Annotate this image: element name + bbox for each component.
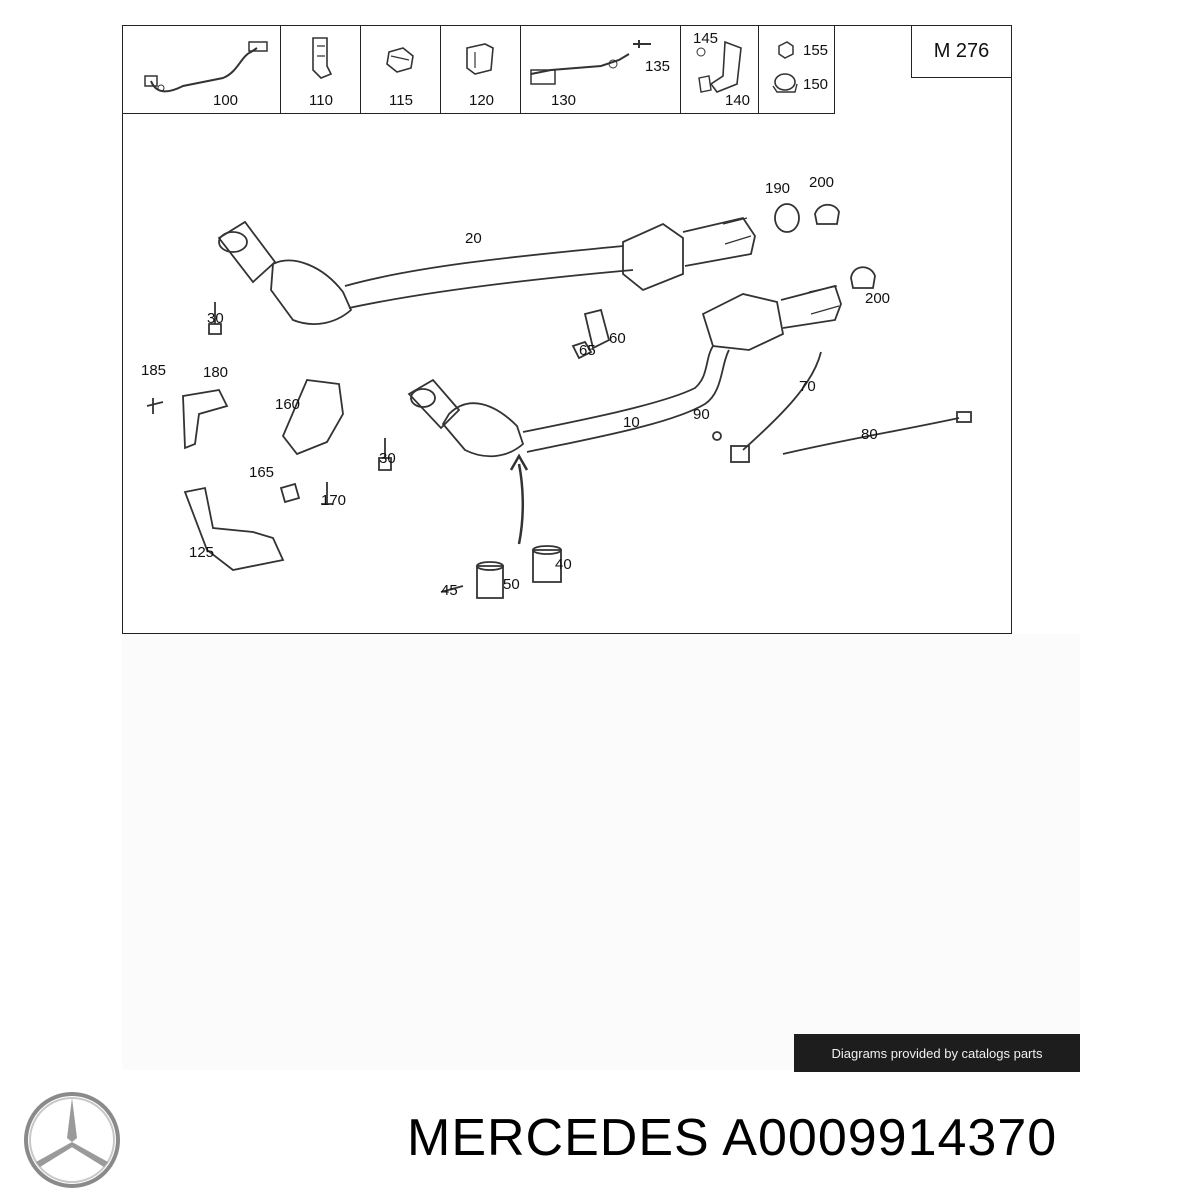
catalytic-converter-upper-left: [270, 259, 353, 325]
holder-icon: [466, 43, 494, 75]
part-label: 155: [803, 42, 829, 59]
flange-upper-left: [217, 220, 277, 284]
callout-label: 180: [203, 364, 229, 381]
callout-label: 60: [609, 330, 626, 347]
mercedes-star-icon: [24, 1092, 120, 1188]
header-cell-mount[interactable]: 145 140: [681, 26, 759, 114]
sealing-ring: [774, 203, 800, 233]
part-label: 135: [645, 58, 671, 75]
damper-50: [476, 565, 504, 599]
catalytic-converter-upper-right: [622, 222, 684, 292]
header-cell-holder[interactable]: 120: [441, 26, 521, 114]
part-label: 150: [803, 76, 829, 93]
header-cell-support-bar[interactable]: 130 135: [521, 26, 681, 114]
parts-header-row: 100 110 115 120: [123, 26, 835, 114]
callout-label: 45: [441, 582, 458, 599]
part-label: 145: [693, 30, 719, 47]
part-label: 100: [213, 92, 239, 109]
callout-label: 65: [579, 342, 596, 359]
callout-label: 40: [555, 556, 572, 573]
clamp-lower: [850, 266, 876, 289]
part-label: 110: [309, 92, 333, 109]
header-cell-bracket[interactable]: 115: [361, 26, 441, 114]
nut-clamp-icon: [772, 41, 798, 93]
callout-label: 200: [809, 174, 835, 191]
screw-45: [440, 585, 464, 593]
part-label: 115: [389, 92, 413, 109]
clip-icon: [312, 37, 333, 79]
part-label: 140: [725, 92, 751, 109]
callout-label: 170: [321, 492, 347, 509]
bolt-170: [321, 482, 333, 505]
support-bar-icon: [530, 40, 651, 85]
bolt-upper: [208, 302, 222, 335]
catalytic-converter-lower-right: [701, 293, 785, 351]
bracket-icon: [386, 47, 414, 73]
bracket-125: [183, 486, 285, 571]
credit-badge: Diagrams provided by catalogs parts: [794, 1034, 1080, 1072]
nut-65: [571, 340, 593, 360]
bolt-185: [146, 398, 164, 414]
brand-name: MERCEDES: [407, 1109, 710, 1167]
callout-label: 30: [379, 450, 396, 467]
callout-label: 125: [189, 544, 215, 561]
callout-label: 50: [503, 576, 520, 593]
callout-label: 90: [693, 406, 710, 423]
header-cell-clip[interactable]: 110: [281, 26, 361, 114]
bolt-lower: [378, 438, 392, 471]
parts-diagram: 100 110 115 120: [122, 25, 1012, 634]
header-cell-nut-clamp[interactable]: 155 150: [759, 26, 835, 114]
callout-label: 160: [275, 396, 301, 413]
callout-label: 80: [861, 426, 878, 443]
part-label: 130: [551, 92, 577, 109]
callout-label: 20: [465, 230, 482, 247]
bracket-160: [281, 379, 344, 456]
catalytic-converter-lower-left: [441, 402, 525, 458]
washer-90: [712, 431, 722, 441]
callout-label: 165: [249, 464, 275, 481]
part-number: A0009914370: [722, 1109, 1058, 1167]
damper-40: [532, 549, 562, 583]
clamp-top: [814, 203, 840, 225]
callout-label: 30: [207, 310, 224, 327]
sensor-70: [742, 351, 822, 451]
callout-label: 190: [765, 180, 791, 197]
exhaust-assembly-drawing: [146, 203, 972, 599]
callout-label: 185: [141, 362, 167, 379]
part-label: 120: [469, 92, 495, 109]
model-code: M 276: [911, 26, 1011, 78]
mount-icon: [696, 40, 742, 93]
header-cell-oxygen-sensor[interactable]: 100: [123, 26, 281, 114]
bracket-60: [583, 308, 611, 350]
callout-label: 10: [623, 414, 640, 431]
flange-lower-left: [407, 378, 461, 430]
blank-area: [122, 634, 1080, 1070]
callout-label: 200: [865, 290, 891, 307]
bracket-180: [182, 389, 229, 450]
sensor-80: [782, 417, 960, 455]
oxygen-sensor-icon: [144, 41, 268, 93]
brand-part-number: MERCEDES A0009914370: [407, 1108, 1057, 1168]
callout-label: 70: [799, 378, 816, 395]
clip-165: [279, 482, 301, 504]
